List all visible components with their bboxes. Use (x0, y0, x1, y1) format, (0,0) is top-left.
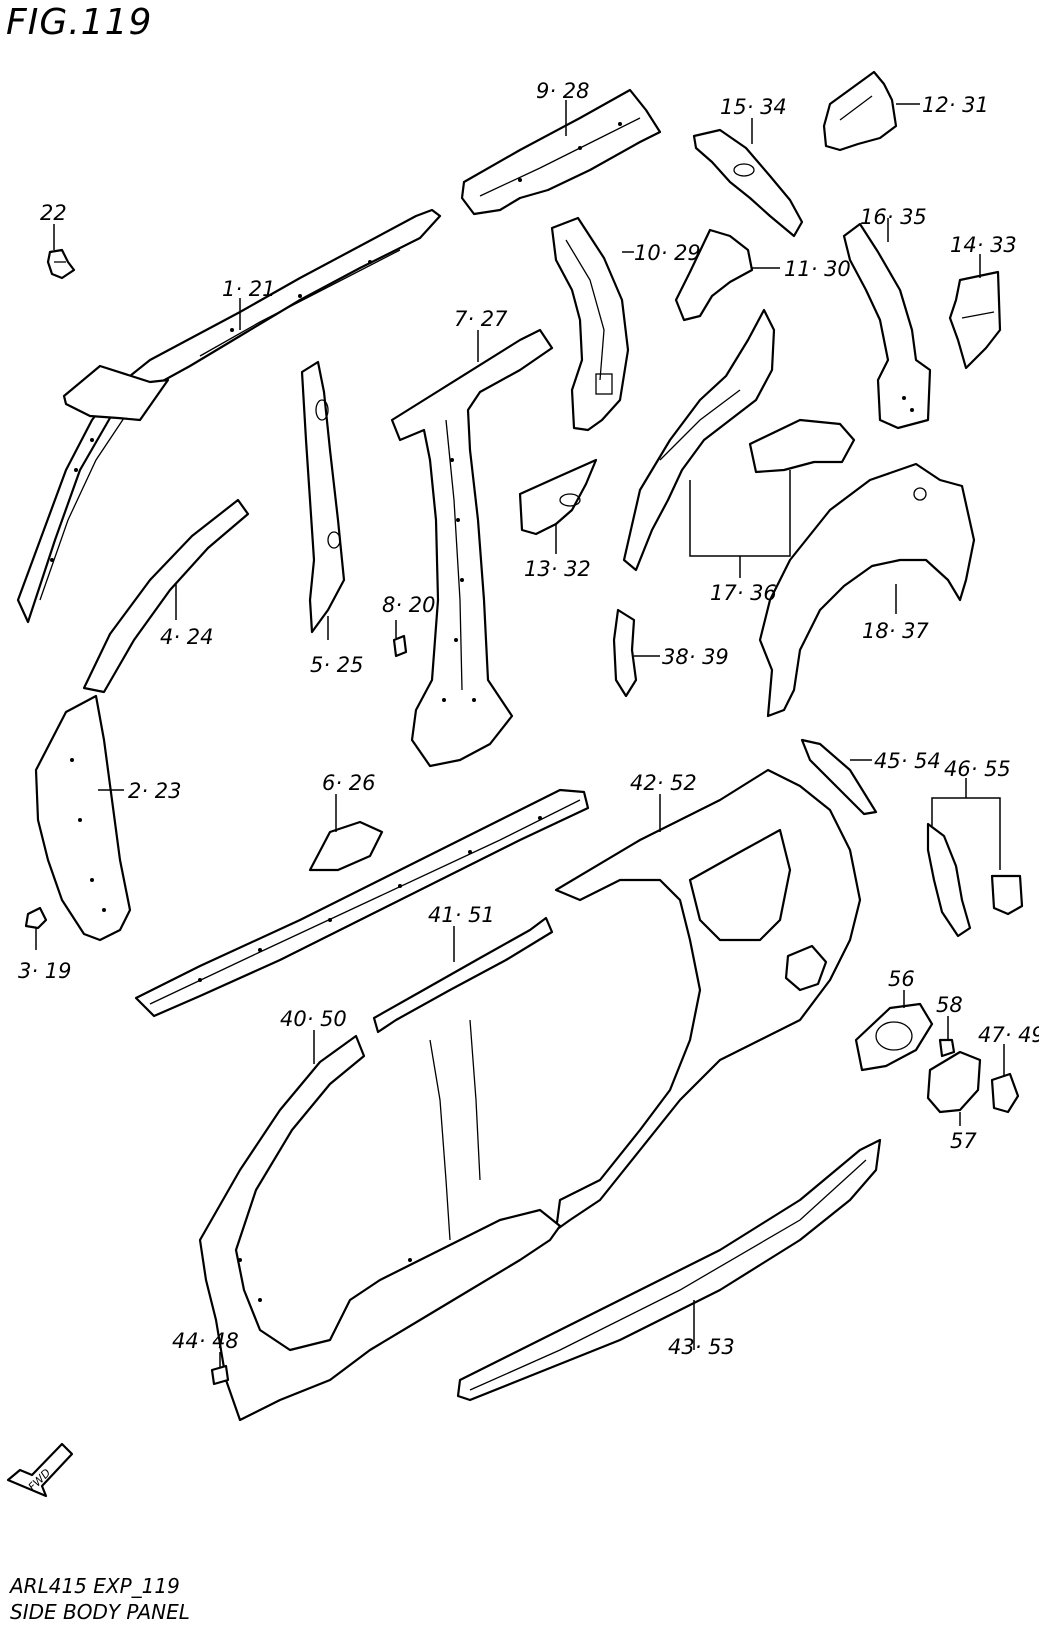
callout-12-31: 12· 31 (922, 93, 989, 117)
part-14-33 (948, 270, 1002, 370)
callout-11-30: 11· 30 (784, 257, 851, 281)
callout-41-51: 41· 51 (428, 903, 495, 927)
callout-17-36: 17· 36 (710, 581, 777, 605)
callout-10-29: 10· 29 (634, 241, 701, 265)
leader-lines (35, 100, 1005, 1368)
part-16-35 (842, 222, 932, 430)
callout-45-54: 45· 54 (874, 749, 941, 773)
part-12-31 (822, 70, 898, 152)
callout-40-50: 40· 50 (280, 1007, 347, 1031)
callout-16-35: 16· 35 (860, 205, 927, 229)
part-13-32 (518, 458, 598, 536)
figure-title: FIG.119 (6, 2, 153, 43)
part-side-outer-panel (198, 1019, 562, 1422)
part-56 (854, 1002, 934, 1072)
callout-5-25: 5· 25 (310, 653, 363, 677)
part-3-19-clip (24, 906, 48, 930)
part-41-51 (372, 916, 554, 1034)
callout-43-53: 43· 53 (668, 1335, 735, 1359)
part-22-clip (46, 248, 76, 280)
callout-4-24: 4· 24 (160, 625, 213, 649)
callout-2-23: 2· 23 (128, 779, 181, 803)
callout-42-52: 42· 52 (630, 771, 697, 795)
callout-3-19: 3· 19 (18, 959, 71, 983)
part-15-34 (692, 128, 804, 238)
callout-58: 58 (936, 993, 963, 1017)
part-58 (938, 1038, 956, 1058)
callout-15-34: 15· 34 (720, 95, 787, 119)
callout-13-32: 13· 32 (524, 557, 591, 581)
fwd-arrow-icon: FWD (6, 1442, 74, 1498)
part-57-fuel-lid (926, 1050, 982, 1114)
callout-22: 22 (40, 201, 67, 225)
part-9-28 (460, 88, 662, 216)
part-11-30 (674, 228, 754, 322)
part-2-23 (34, 694, 132, 942)
part-47-49 (990, 1072, 1020, 1114)
callout-7-27: 7· 27 (454, 307, 508, 331)
part-8-20-clip (392, 634, 408, 658)
callout-8-20: 8· 20 (382, 593, 435, 617)
callout-47-49: 47· 49 (978, 1023, 1039, 1047)
callout-18-37: 18· 37 (862, 619, 929, 643)
part-outer-wheelhouse (758, 462, 976, 718)
callout-9-28: 9· 28 (536, 79, 589, 103)
callout-38-39: 38· 39 (662, 645, 729, 669)
part-46-55 (926, 822, 1024, 938)
figure-code: ARL415 EXP_119 (10, 1574, 180, 1598)
part-side-sill (134, 788, 590, 1018)
figure-name: SIDE BODY PANEL (10, 1600, 190, 1624)
callout-44-48: 44· 48 (172, 1329, 239, 1353)
callout-56: 56 (888, 967, 915, 991)
callout-14-33: 14· 33 (950, 233, 1017, 257)
part-inner-wheelhouse (622, 308, 856, 572)
part-rear-quarter-outer (554, 768, 862, 1232)
part-rocker-panel (456, 1138, 882, 1402)
callout-1-21: 1· 21 (222, 277, 275, 301)
part-44-48-clip (210, 1364, 230, 1386)
callout-57: 57 (950, 1129, 977, 1153)
part-roof-side-rail (16, 208, 442, 624)
part-4-24 (82, 498, 250, 694)
callout-6-26: 6· 26 (322, 771, 375, 795)
callout-46-55: 46· 55 (944, 757, 1011, 781)
part-45-54 (800, 738, 878, 816)
part-5-25 (300, 360, 346, 634)
callout-labels: 22 1· 21 9· 28 15· 34 12· 31 16· 35 14· … (18, 79, 1039, 1359)
part-10-29 (550, 216, 630, 432)
part-38-39 (612, 608, 638, 698)
part-center-pillar (390, 328, 554, 768)
